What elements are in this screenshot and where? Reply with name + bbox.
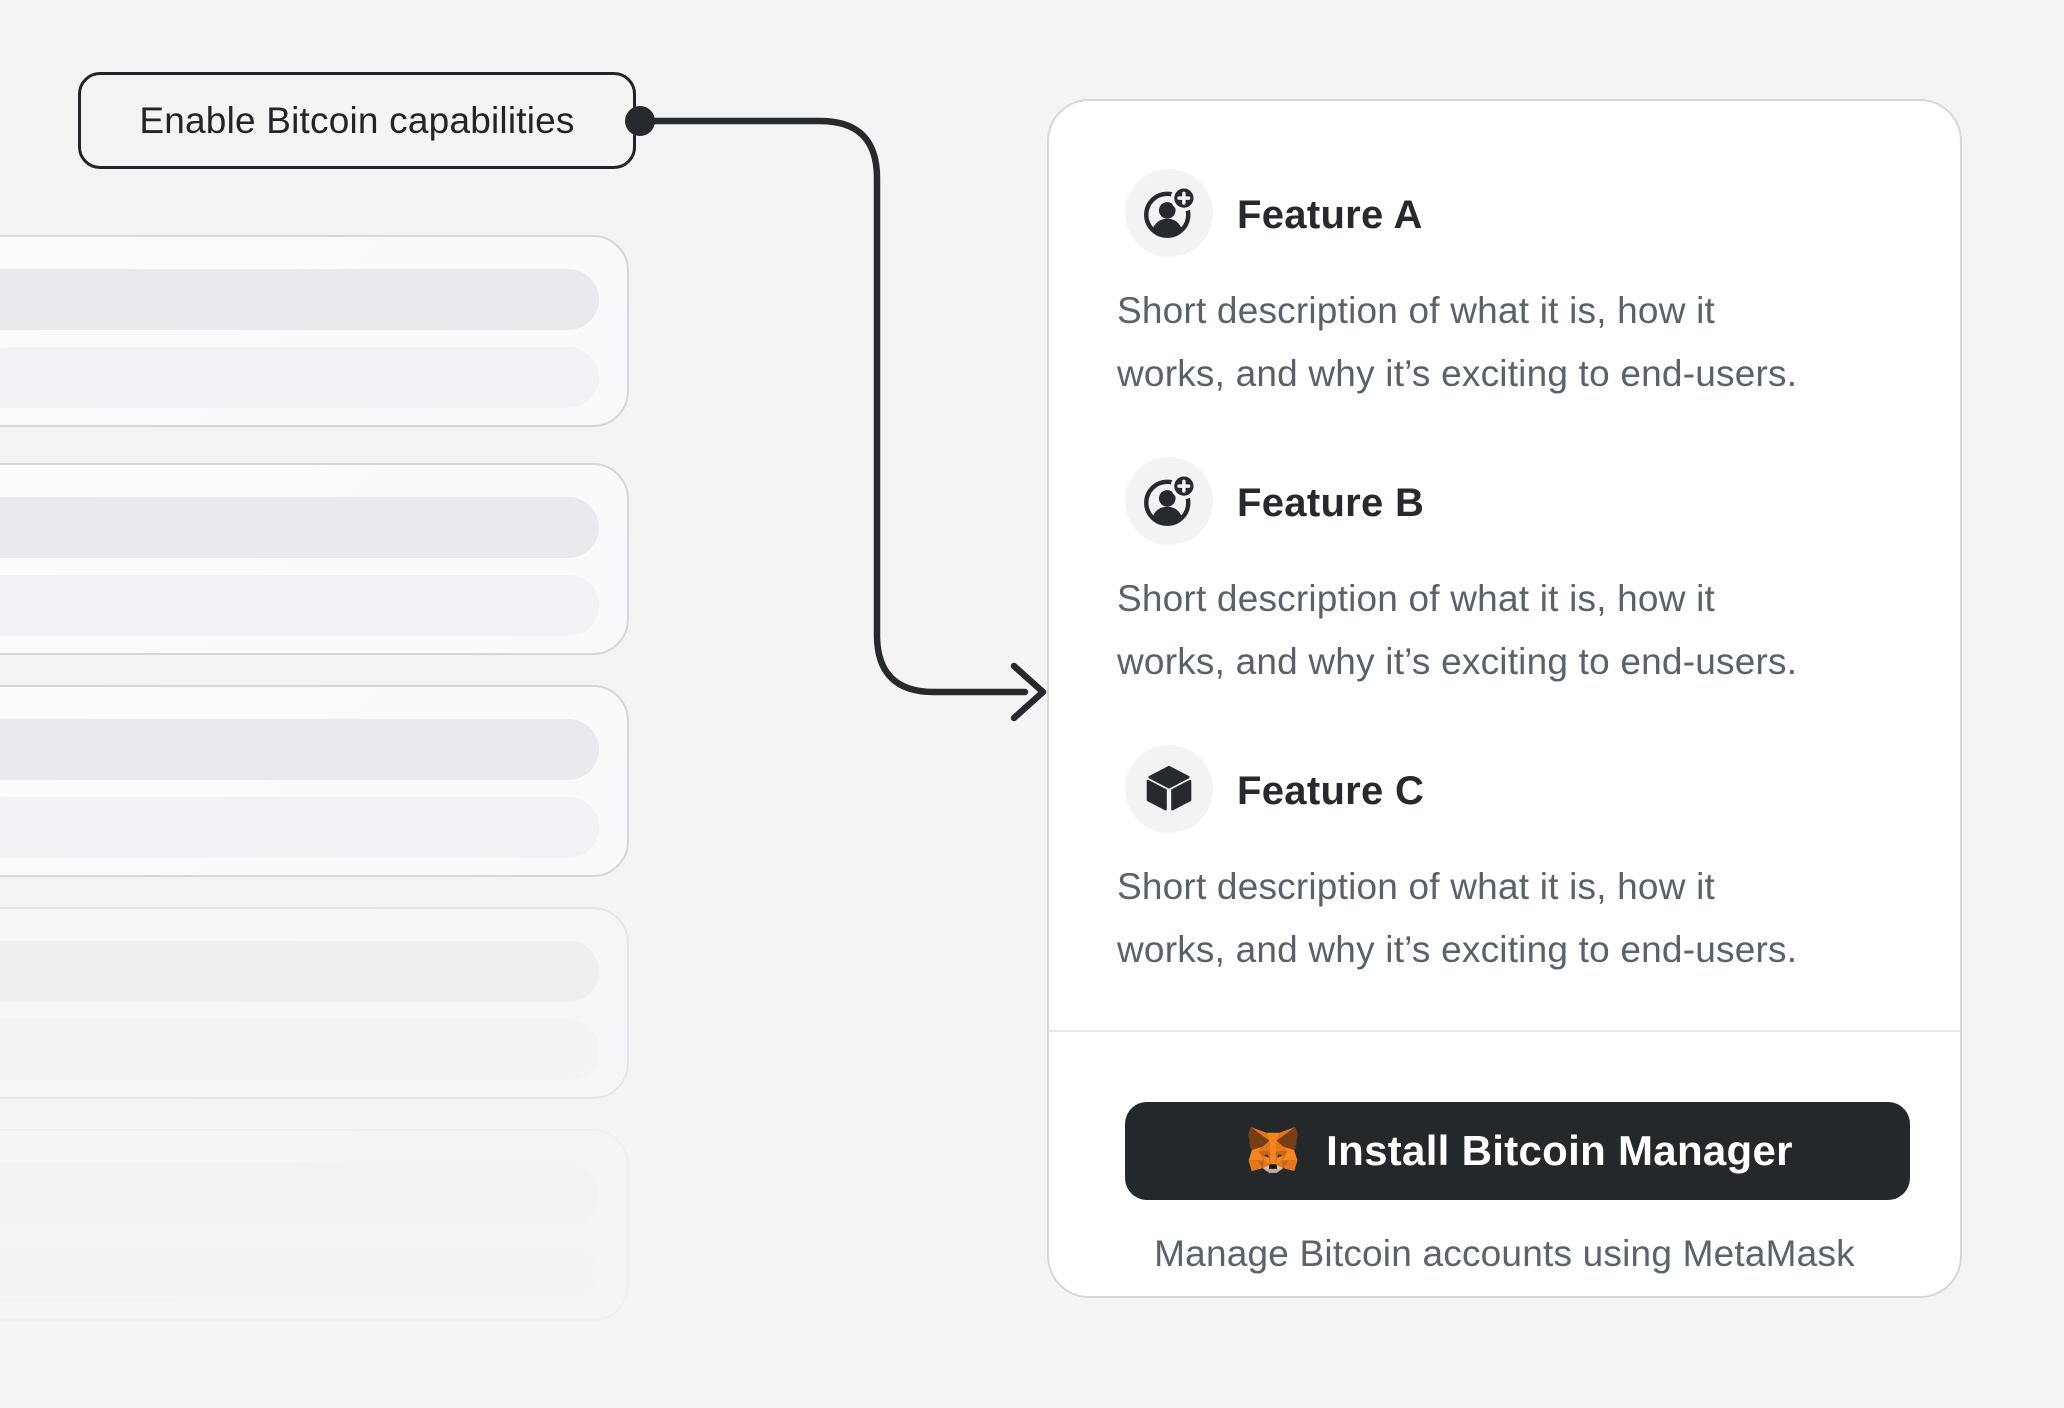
cube-icon	[1125, 745, 1213, 833]
feature-b-description: Short description of what it is, how it …	[1117, 578, 1798, 682]
skeleton-line	[0, 1019, 599, 1080]
skeleton-line	[0, 797, 599, 858]
skeleton-line	[0, 575, 599, 636]
skeleton-line	[0, 347, 599, 408]
skeleton-line	[0, 719, 599, 780]
skeleton-line	[0, 497, 599, 558]
user-plus-icon	[1125, 457, 1213, 545]
install-button-label: Install Bitcoin Manager	[1326, 1127, 1793, 1174]
feature-card: Feature A Short description of what it i…	[1047, 99, 1962, 1298]
feature-b-title: Feature B	[1237, 481, 1425, 525]
metamask-fox-icon	[1242, 1120, 1304, 1182]
annotation-label: Enable Bitcoin capabilities	[78, 72, 636, 169]
feature-a-title: Feature A	[1237, 193, 1423, 237]
skeleton-line	[0, 941, 599, 1002]
skeleton-card	[0, 235, 629, 427]
skeleton-card	[0, 1129, 629, 1321]
user-plus-icon	[1125, 169, 1213, 257]
skeleton-line	[0, 269, 599, 330]
feature-c-title: Feature C	[1237, 769, 1425, 813]
skeleton-card	[0, 463, 629, 655]
annotation-label-text: Enable Bitcoin capabilities	[139, 99, 575, 141]
install-bitcoin-manager-button[interactable]: Install Bitcoin Manager	[1125, 1102, 1910, 1200]
feature-a-description: Short description of what it is, how it …	[1117, 290, 1798, 394]
footnote: Manage Bitcoin accounts using MetaMask	[1154, 1233, 1855, 1274]
feature-c-description: Short description of what it is, how it …	[1117, 866, 1798, 970]
arrowhead-icon	[1010, 662, 1047, 722]
skeleton-line	[0, 1241, 599, 1302]
skeleton-card	[0, 685, 629, 877]
skeleton-line	[0, 1163, 599, 1224]
skeleton-card	[0, 907, 629, 1099]
divider	[1049, 1030, 1960, 1032]
